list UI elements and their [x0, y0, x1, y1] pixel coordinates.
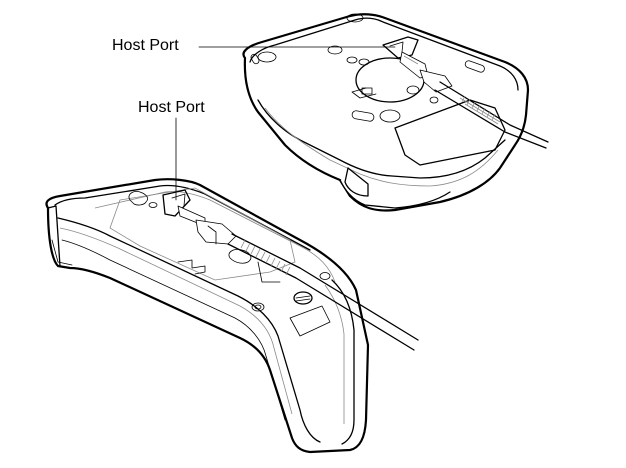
host-port-label-bottom: Host Port [138, 99, 205, 116]
bottom-device [45, 178, 419, 454]
host-port-label-top: Host Port [112, 37, 179, 54]
top-device [242, 13, 549, 212]
